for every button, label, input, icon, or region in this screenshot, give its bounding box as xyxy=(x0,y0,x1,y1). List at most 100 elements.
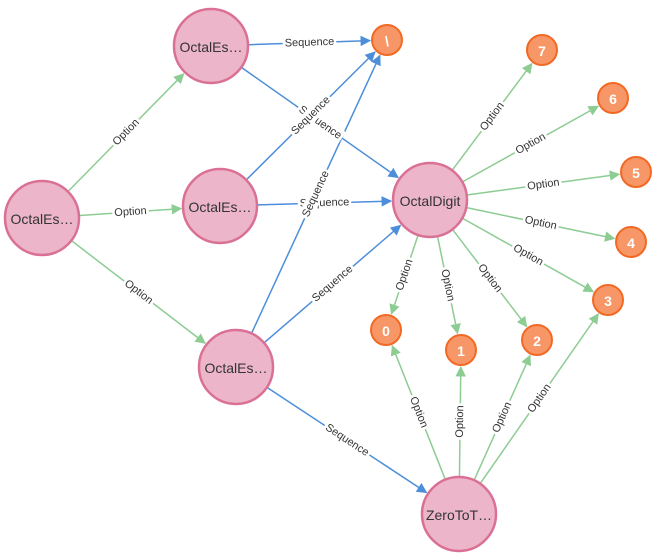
edge-label-group: Option xyxy=(111,203,150,221)
node-n_6[interactable]: 6 xyxy=(597,82,629,114)
edge-label: Option xyxy=(514,131,548,157)
nodes-layer: OctalEs… OctalEs… OctalEs… OctalEs… OctalDig… xyxy=(3,7,652,553)
node-label: 2 xyxy=(533,333,541,349)
edge-label-group: Sequence xyxy=(320,419,374,461)
node-circle[interactable] xyxy=(592,284,624,316)
edge-label: Option xyxy=(111,117,142,149)
node-n_esc_mid[interactable]: OctalEs… xyxy=(181,167,259,245)
edge-label-background xyxy=(282,34,337,51)
node-n_1[interactable]: 1 xyxy=(445,334,477,366)
node-label: ZeroToT… xyxy=(426,507,492,523)
edge-label: Option xyxy=(511,242,545,268)
node-label: OctalEs… xyxy=(10,211,73,227)
node-circle[interactable] xyxy=(620,156,652,188)
edge-label-group: Option xyxy=(488,397,517,437)
node-circle[interactable] xyxy=(391,161,469,239)
edge-label-background xyxy=(320,419,374,461)
node-n_esc_left[interactable]: OctalEs… xyxy=(3,179,81,257)
edge-label-background xyxy=(452,403,468,440)
node-n_esc_top[interactable]: OctalEs… xyxy=(172,7,250,85)
node-n_2[interactable]: 2 xyxy=(521,324,553,356)
edge-label-background xyxy=(475,97,509,136)
node-label: OctalEs… xyxy=(188,199,251,215)
edge-label: Sequence xyxy=(300,169,332,219)
node-label: OctalEs… xyxy=(179,39,242,55)
edge-label-group: Option xyxy=(475,97,509,136)
edge-label-background xyxy=(473,259,507,298)
node-label: 3 xyxy=(604,293,612,309)
edge-label-group: Option xyxy=(452,403,468,440)
edge-label-background xyxy=(521,212,561,234)
edge-label-background xyxy=(488,397,517,437)
edge-label-group: Option xyxy=(473,259,507,298)
node-n_backslash[interactable]: \ xyxy=(371,24,403,56)
edge-label-group: Option xyxy=(437,266,459,305)
edge-label-background xyxy=(524,175,563,194)
edge-label-background xyxy=(511,128,550,159)
edge-label-background xyxy=(405,392,432,432)
edge-label: Sequence xyxy=(323,422,371,459)
node-circle[interactable] xyxy=(615,226,647,258)
node-circle[interactable] xyxy=(445,334,477,366)
edge-label-group: Sequence xyxy=(282,34,337,51)
edge-label-background xyxy=(119,275,158,309)
edge-label: Option xyxy=(527,176,561,192)
node-circle[interactable] xyxy=(3,179,81,257)
edge-label-background xyxy=(287,91,335,140)
edge-label-group: Sequence xyxy=(307,261,358,307)
edge-label-group: Option xyxy=(392,255,418,295)
node-n_0[interactable]: 0 xyxy=(370,314,402,346)
edge-label: Option xyxy=(394,258,416,293)
edge-label-group: Option xyxy=(524,175,563,194)
node-n_esc_bot[interactable]: OctalEs… xyxy=(197,328,275,406)
edge-label-group: Option xyxy=(511,128,550,159)
node-label: 1 xyxy=(457,343,465,359)
edge-label-background xyxy=(523,379,556,418)
node-label: \ xyxy=(385,33,389,49)
edge-label-group: Sequence xyxy=(298,166,334,222)
edge-label: Option xyxy=(122,278,155,307)
node-circle[interactable] xyxy=(597,82,629,114)
node-circle[interactable] xyxy=(420,475,498,553)
edge-label-group: Option xyxy=(508,240,548,271)
node-label: 6 xyxy=(609,91,617,107)
edge-label-background xyxy=(437,266,459,305)
node-n_7[interactable]: 7 xyxy=(526,34,558,66)
node-circle[interactable] xyxy=(370,314,402,346)
edge-label: Option xyxy=(475,262,504,295)
node-circle[interactable] xyxy=(526,34,558,66)
node-n_zero[interactable]: ZeroToT… xyxy=(420,475,498,553)
edge-label-background xyxy=(307,261,358,307)
edge-label: Sequence xyxy=(310,263,355,304)
edge-label-background xyxy=(508,240,548,271)
node-circle[interactable] xyxy=(521,324,553,356)
edge-label-group: Option xyxy=(521,212,561,234)
node-label: 5 xyxy=(632,165,640,181)
edge-label: Option xyxy=(407,395,430,430)
edge-label-background xyxy=(111,203,150,221)
node-n_5[interactable]: 5 xyxy=(620,156,652,188)
edge-label-group: Option xyxy=(523,379,556,418)
edge-label-group: Option xyxy=(405,392,432,432)
node-circle[interactable] xyxy=(371,24,403,56)
edge-label-background xyxy=(108,114,144,151)
edge-label: Option xyxy=(114,205,147,219)
node-n_digit[interactable]: OctalDigit xyxy=(391,161,469,239)
edge-labels-layer: OptionOptionOptionSequenceSequenceSequen… xyxy=(108,34,563,461)
node-circle[interactable] xyxy=(181,167,259,245)
edge-label: Option xyxy=(454,405,466,438)
node-label: 7 xyxy=(538,43,546,59)
edge-label: Option xyxy=(490,400,514,434)
node-n_3[interactable]: 3 xyxy=(592,284,624,316)
edge-label-background xyxy=(392,255,418,295)
node-circle[interactable] xyxy=(197,328,275,406)
edge-label: Sequence xyxy=(285,36,335,50)
node-n_4[interactable]: 4 xyxy=(615,226,647,258)
edge-label-group: Option xyxy=(108,114,144,151)
node-label: OctalDigit xyxy=(400,193,461,209)
node-label: 4 xyxy=(627,235,635,251)
node-label: 0 xyxy=(382,323,390,339)
node-circle[interactable] xyxy=(172,7,250,85)
node-label: OctalEs… xyxy=(204,360,267,376)
